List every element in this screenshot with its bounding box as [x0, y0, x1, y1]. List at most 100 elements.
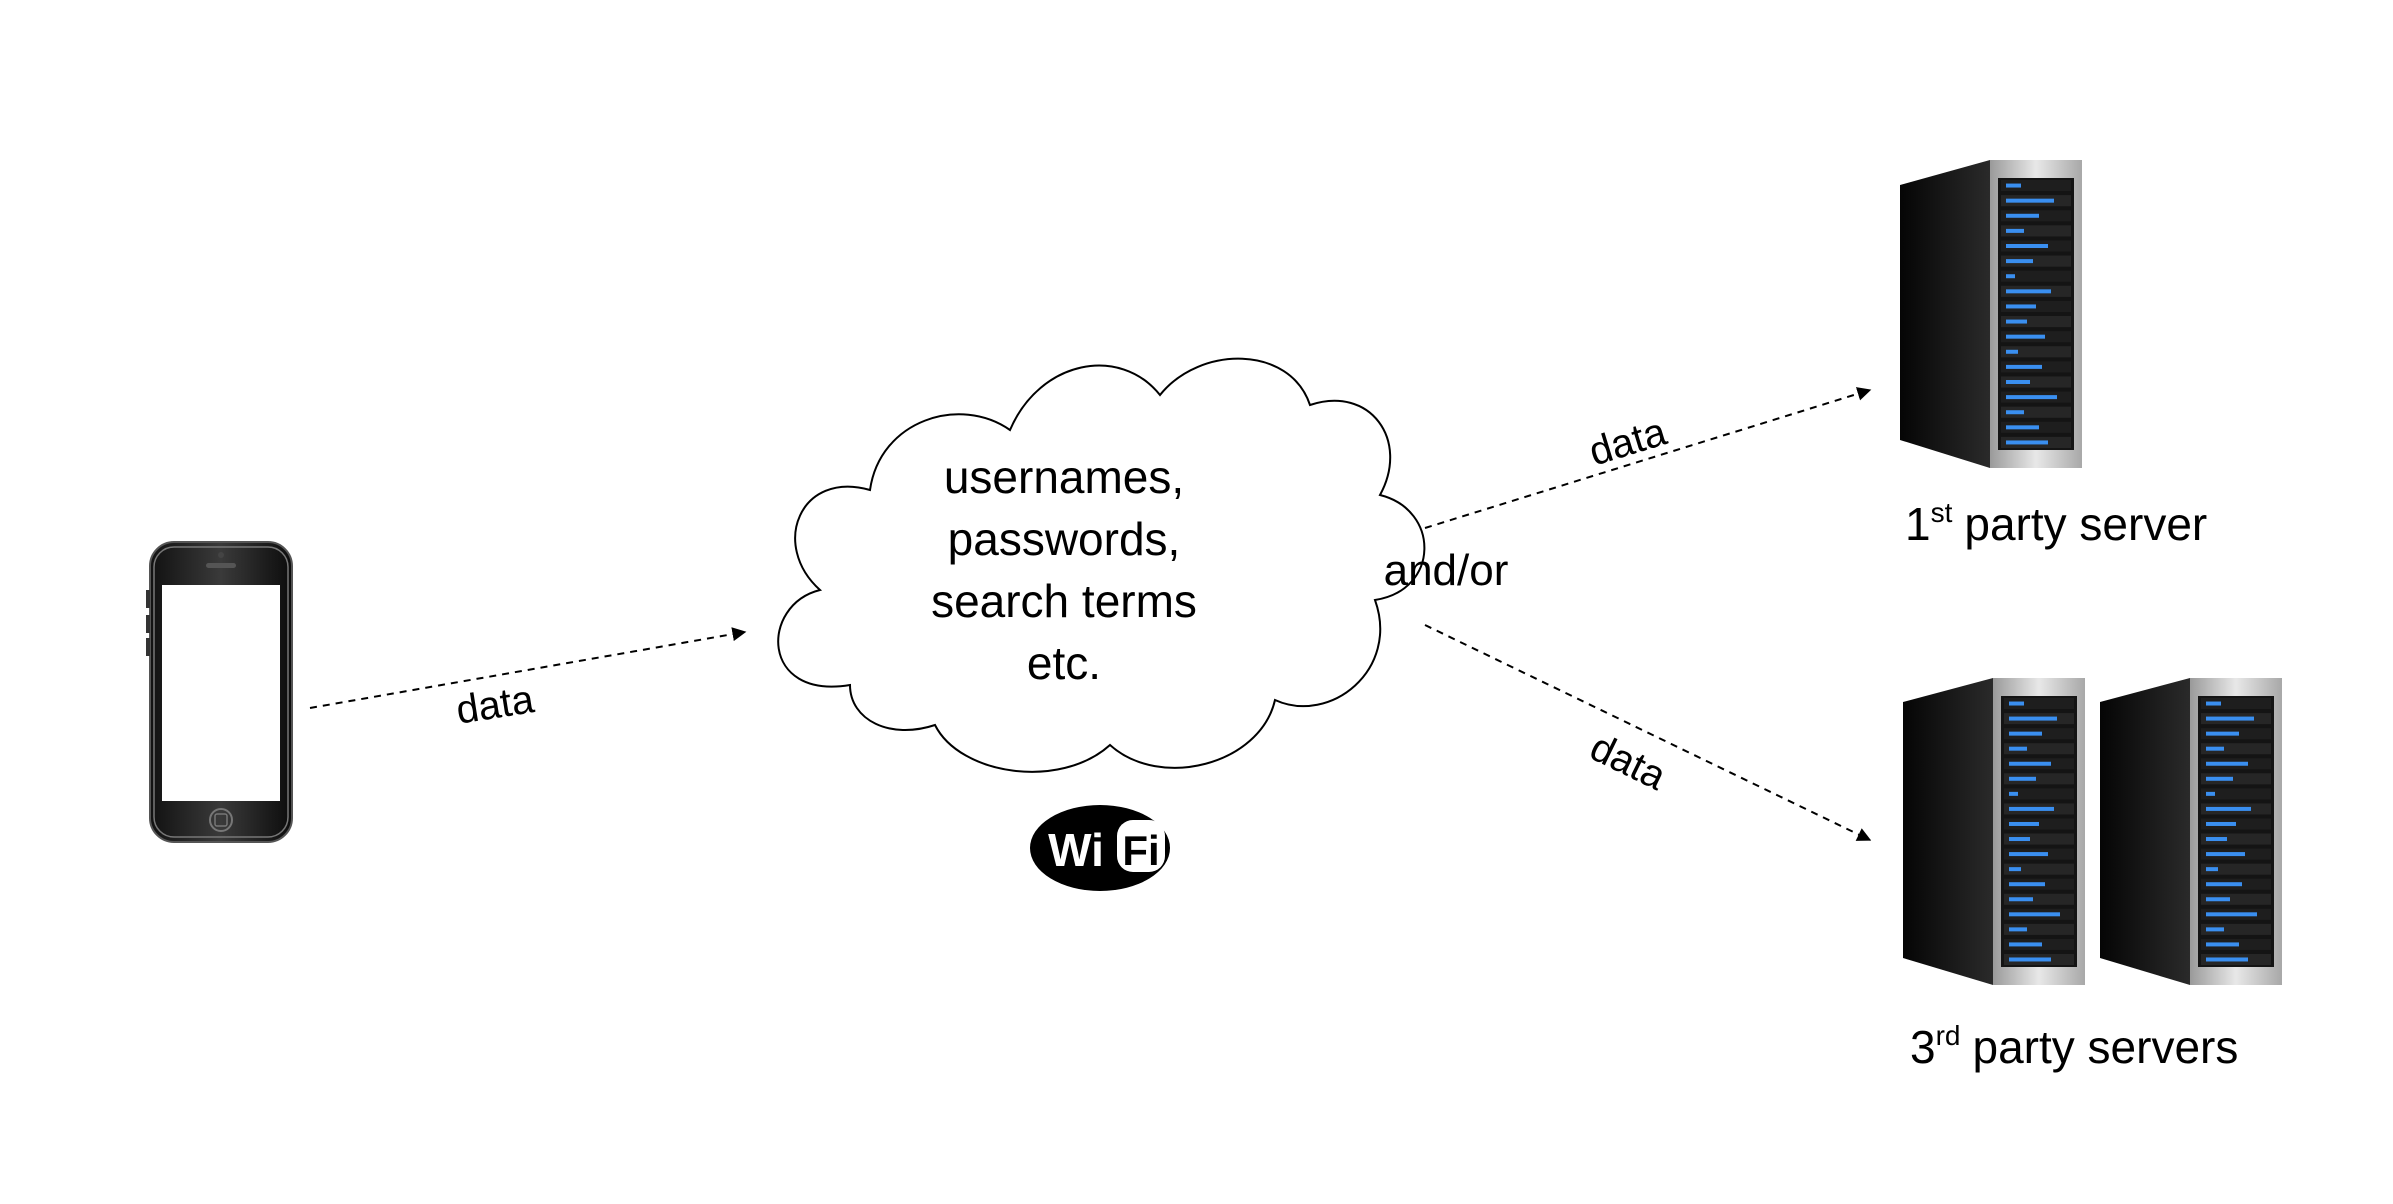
rack-led-strip — [2009, 791, 2018, 796]
rack-led-strip — [2006, 198, 2054, 203]
rack-led-strip — [2206, 867, 2218, 872]
third-party-server-icon-1 — [1903, 678, 2085, 985]
first-party-suffix: st — [1931, 497, 1953, 528]
rack-slot — [2001, 180, 2071, 192]
rack-led-strip — [2206, 821, 2236, 826]
wifi-left-text: Wi — [1048, 824, 1104, 876]
rack-led-strip — [2006, 410, 2024, 415]
rack-slot — [2001, 255, 2071, 267]
rack-slot — [2004, 893, 2074, 905]
rack-led-strip — [2009, 716, 2057, 721]
rack-led-strip — [2006, 395, 2057, 400]
rack-led-strip — [2006, 349, 2018, 354]
rack-led-strip — [2206, 806, 2251, 811]
third-party-suffix: rd — [1936, 1020, 1961, 1051]
rack-led-strip — [2009, 837, 2030, 842]
rack-led-strip — [2006, 213, 2039, 218]
third-party-server-icon-2 — [2100, 678, 2282, 985]
rack-slot — [2004, 923, 2074, 935]
rack-led-strip — [2206, 776, 2233, 781]
rack-slot — [2004, 788, 2074, 800]
rack-led-strip — [2206, 701, 2221, 706]
rack-led-strip — [2009, 957, 2051, 962]
rack-slot — [2004, 833, 2074, 845]
rack-slot — [2001, 406, 2071, 418]
arrow-phone-to-cloud — [309, 627, 747, 709]
rack-led-strip — [2009, 731, 2042, 736]
rack-led-strip — [2009, 852, 2048, 857]
rack-slot — [2001, 376, 2071, 388]
rack-slot — [2201, 833, 2271, 845]
cloud-text-line-2: passwords, — [948, 513, 1181, 565]
rack-slot — [2201, 893, 2271, 905]
rack-led-strip — [2206, 761, 2248, 766]
first-party-number: 1 — [1905, 498, 1931, 550]
rack-slot — [2004, 698, 2074, 710]
rack-led-strip — [2009, 746, 2027, 751]
rack-led-strip — [2206, 897, 2230, 902]
rack-led-strip — [2009, 912, 2060, 917]
branch-label: and/or — [1384, 546, 1509, 595]
rack-slot — [2001, 316, 2071, 328]
arrow-label-cloud-to-third-party: data — [1583, 725, 1673, 799]
first-party-server-icon — [1900, 160, 2082, 468]
cloud-text-line-4: etc. — [1027, 637, 1101, 689]
rack-slot — [2201, 773, 2271, 785]
rack-slot — [2001, 225, 2071, 237]
rack-led-strip — [2206, 942, 2239, 947]
rack-slot — [2001, 346, 2071, 358]
rack-led-strip — [2006, 380, 2030, 384]
rack-led-strip — [2009, 942, 2042, 947]
rack-led-strip — [2006, 304, 2036, 309]
cloud-text-line-3: search terms — [931, 575, 1197, 627]
rack-led-strip — [2206, 957, 2248, 962]
rack-slot — [2201, 698, 2271, 710]
rack-led-strip — [2009, 867, 2021, 872]
rack-led-strip — [2206, 716, 2254, 721]
rack-led-strip — [2206, 852, 2245, 857]
rack-slot — [2004, 773, 2074, 785]
rack-led-strip — [2006, 289, 2051, 294]
cloud-text-line-1: usernames, — [944, 451, 1184, 503]
arrow-label-cloud-to-first-party: data — [1584, 409, 1672, 474]
rack-led-strip — [2206, 882, 2242, 887]
third-party-number: 3 — [1910, 1021, 1936, 1073]
arrow-label-phone-to-cloud: data — [453, 677, 538, 733]
arrow-cloud-to-third-party — [1424, 624, 1872, 841]
rack-slot — [2201, 743, 2271, 755]
rack-led-strip — [2006, 274, 2015, 279]
cloud-shape — [777, 357, 1426, 773]
rack-led-strip — [2006, 244, 2048, 248]
rack-led-strip — [2009, 821, 2039, 826]
arrow-cloud-to-first-party — [1424, 387, 1872, 529]
rack-led-strip — [2006, 364, 2042, 369]
rack-led-strip — [2006, 228, 2024, 233]
rack-led-strip — [2009, 761, 2051, 766]
rack-slot — [2004, 863, 2074, 875]
rack-led-strip — [2009, 806, 2054, 811]
rack-led-strip — [2006, 440, 2048, 445]
rack-slot — [2201, 863, 2271, 875]
rack-led-strip — [2009, 897, 2033, 902]
wifi-logo-icon: Wi Fi — [1030, 805, 1170, 891]
rack-led-strip — [2206, 791, 2215, 796]
wifi-right-text: Fi — [1122, 827, 1159, 874]
rack-led-strip — [2006, 425, 2039, 430]
rack-led-strip — [2006, 319, 2027, 324]
smartphone-icon — [146, 541, 293, 843]
rack-led-strip — [2009, 776, 2036, 781]
rack-led-strip — [2206, 837, 2227, 842]
rack-led-strip — [2006, 334, 2045, 339]
rack-led-strip — [2206, 912, 2257, 917]
rack-led-strip — [2206, 927, 2224, 932]
rack-slot — [2001, 270, 2071, 282]
rack-led-strip — [2006, 259, 2033, 264]
rack-led-strip — [2009, 882, 2045, 887]
rack-led-strip — [2009, 927, 2027, 932]
rack-led-strip — [2206, 731, 2239, 736]
rack-slot — [2201, 788, 2271, 800]
rack-slot — [2004, 743, 2074, 755]
rack-led-strip — [2006, 183, 2021, 188]
